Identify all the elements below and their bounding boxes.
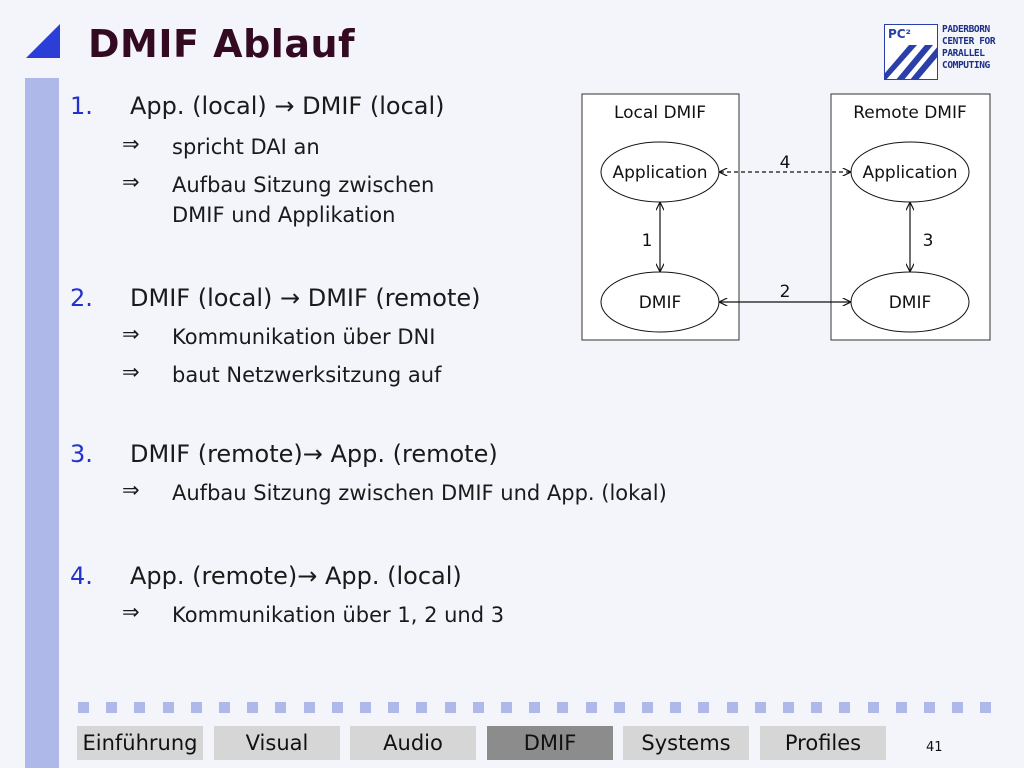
logo-line: PADERBORN [942,24,990,35]
item-text: App. (local) → DMIF (local) [130,92,445,120]
decorative-dot [867,702,879,713]
implies-arrow-icon: ⇒ [122,478,140,502]
nav-tab-profiles[interactable]: Profiles [760,726,886,760]
local-application-label: Application [613,163,708,183]
implies-arrow-icon: ⇒ [122,600,140,624]
local-application-node [600,141,720,203]
decorative-dot [472,702,484,713]
decorative-dot [613,702,625,713]
logo-mark: PC² [884,24,938,80]
item-number: 3. [70,440,93,468]
edge-label-4: 4 [780,153,791,173]
decorative-dot [754,702,766,713]
decorative-dot [811,702,823,713]
implies-arrow-icon: ⇒ [122,170,140,194]
nav-tab-dmif[interactable]: DMIF [487,726,613,760]
sub-item-text-line: Aufbau Sitzung zwischen [172,173,435,197]
decorative-dot [642,702,653,713]
left-decorative-band [25,78,59,768]
nav-tab-visual[interactable]: Visual [214,726,340,760]
sub-item-text: Aufbau Sitzung zwischen DMIF und Applika… [172,170,434,230]
nav-tab-systems[interactable]: Systems [623,726,749,760]
decorative-dot [924,702,935,713]
sub-item-text: baut Netzwerksitzung auf [172,363,442,387]
nav-tab-audio[interactable]: Audio [350,726,476,760]
item-number: 4. [70,562,93,590]
sub-item-text: Kommunikation über 1, 2 und 3 [172,603,505,627]
edge-label-1: 1 [642,231,653,251]
logo-line: CENTER FOR [942,36,996,47]
decorative-dot [303,702,315,713]
remote-application-label: Application [863,163,958,183]
pc2-logo: PC² PADERBORN CENTER FOR PARALLEL COMPUT… [884,24,1002,80]
remote-box-label: Remote DMIF [853,103,967,123]
nav-tab-einfuehrung[interactable]: Einführung [77,726,203,760]
edge-label-2: 2 [780,282,791,302]
local-dmif-label: DMIF [639,293,682,313]
decorative-dot [162,702,174,713]
decorative-dot [444,702,456,713]
decorative-dot [219,702,230,713]
item-text: DMIF (local) → DMIF (remote) [130,284,481,312]
local-dmif-node [600,271,720,333]
decorative-dot [839,702,851,713]
decorative-dot [980,702,992,713]
sub-item-text: Aufbau Sitzung zwischen DMIF und App. (l… [172,481,667,505]
implies-arrow-icon: ⇒ [122,322,140,346]
page-title: DMIF Ablauf [88,22,356,66]
item-text: App. (remote)→ App. (local) [130,562,462,590]
sub-item-text: Kommunikation über DNI [172,325,436,349]
sub-item-text-line: DMIF und Applikation [172,203,396,227]
item-number: 1. [70,92,93,120]
implies-arrow-icon: ⇒ [122,360,140,384]
decorative-dot [78,702,89,713]
decorative-dot [388,702,400,713]
decorative-dot [190,702,202,713]
dmif-diagram: Local DMIF Remote DMIF Application Appli… [581,93,991,341]
page-number: 41 [926,740,943,755]
remote-dmif-label: DMIF [889,293,932,313]
decorative-dot [416,702,428,713]
decorative-dot [106,702,118,713]
logo-line: COMPUTING [942,60,990,71]
decorative-dot-row [78,702,998,714]
decorative-dot [134,702,146,713]
logo-stripes-icon [885,45,937,79]
decorative-dot [726,702,738,713]
decorative-dot [247,702,259,713]
decorative-dot [331,702,343,713]
decorative-dot [557,702,569,713]
decorative-dot [952,702,964,713]
corner-triangle-icon [26,24,60,58]
logo-text: PADERBORN CENTER FOR PARALLEL COMPUTING [942,24,996,72]
sub-item-text: spricht DAI an [172,135,320,159]
decorative-dot [895,702,907,713]
item-text: DMIF (remote)→ App. (remote) [130,440,498,468]
local-box-label: Local DMIF [614,103,706,123]
decorative-dot [585,702,597,713]
remote-dmif-node [850,271,970,333]
logo-pc-label: PC² [888,27,911,41]
decorative-dot [275,702,287,713]
decorative-dot [698,702,710,713]
decorative-dot [529,702,541,713]
edge-label-3: 3 [923,231,934,251]
item-number: 2. [70,284,93,312]
decorative-dot [501,702,512,713]
decorative-dot [783,702,794,713]
implies-arrow-icon: ⇒ [122,132,140,156]
remote-application-node [850,141,970,203]
decorative-dot [670,702,682,713]
decorative-dot [360,702,371,713]
logo-line: PARALLEL [942,48,985,59]
